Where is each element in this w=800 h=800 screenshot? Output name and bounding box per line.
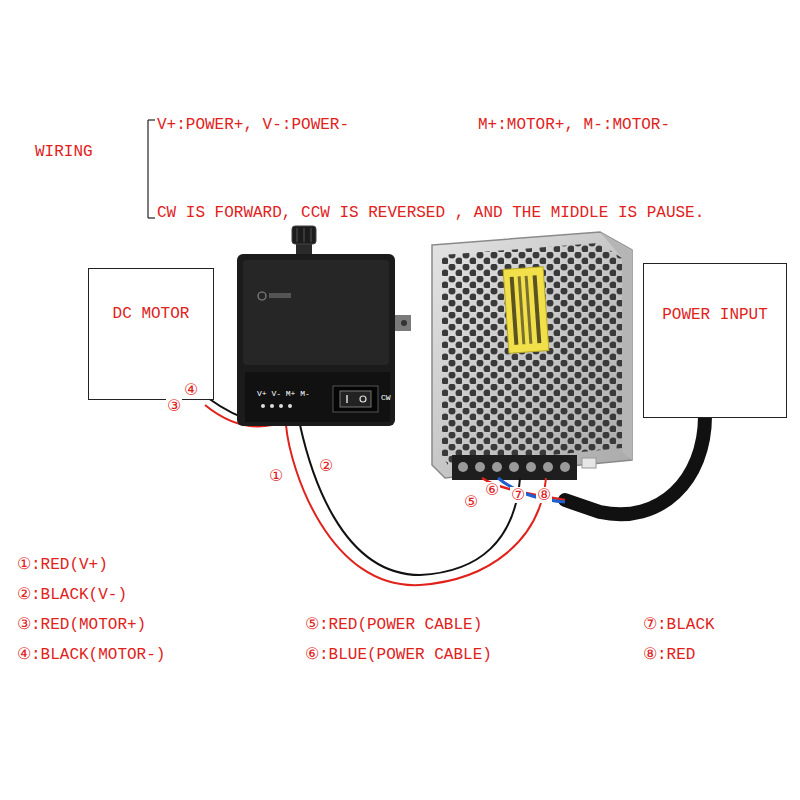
wire-key: ⑦:BLACK	[643, 616, 715, 634]
callout-number: ⑥	[484, 482, 500, 498]
power-supply-part	[492, 462, 502, 472]
wire-key: ②:BLACK(V-)	[17, 586, 127, 604]
wiring-bracket-part	[148, 217, 155, 218]
wiring-bracket	[148, 120, 155, 218]
power-supply-part-part	[503, 267, 549, 354]
power-supply-part-part	[510, 277, 519, 345]
power-supply-part	[432, 232, 632, 478]
power-supply-part	[509, 462, 519, 472]
supply-wires-part	[286, 425, 546, 585]
motor-controller-part	[288, 404, 292, 408]
motor-controller-part	[304, 228, 305, 242]
power-supply-part	[526, 462, 536, 472]
motor-controller-part	[270, 404, 274, 408]
callout-number: ②	[318, 458, 334, 474]
power-supply-part	[600, 232, 632, 460]
callout-number: ①	[268, 468, 284, 484]
motor-controller-part	[269, 293, 291, 298]
motor-controller	[237, 226, 411, 426]
wiring-bracket-part	[148, 119, 155, 120]
power-supply-part	[442, 243, 622, 465]
motor-controller-part	[292, 226, 316, 244]
motor-controller-part	[311, 228, 312, 242]
supply-wires-part	[300, 425, 520, 575]
motor-controller-part	[346, 395, 348, 403]
motor-controller-part	[333, 386, 378, 412]
callout-number: ⑦	[510, 487, 526, 503]
callout-number: ③	[166, 398, 182, 414]
mains-cable-part	[498, 478, 565, 502]
section-label: WIRING	[35, 143, 93, 161]
power-supply-part-part	[533, 275, 542, 343]
legend-note: M+:MOTOR+, M-:MOTOR-	[478, 116, 670, 134]
callout-number: ⑤	[463, 494, 479, 510]
power-supply-part-part	[525, 276, 533, 344]
power-supply-part	[475, 462, 485, 472]
motor-controller-part	[258, 292, 266, 300]
wire-key: ④:BLACK(MOTOR-)	[17, 646, 165, 664]
wire-key: ③:RED(MOTOR+)	[17, 616, 146, 634]
callout-number: ④	[183, 382, 199, 398]
power-supply-part	[503, 267, 549, 354]
motor-controller-part	[237, 254, 395, 426]
legend-note: CW IS FORWARD, CCW IS REVERSED , AND THE…	[157, 204, 704, 222]
motor-controller-part	[360, 396, 366, 402]
callout-number: ⑧	[536, 487, 552, 503]
motor-controller-part	[261, 404, 265, 408]
power-supply-part	[543, 462, 553, 472]
power-supply-part	[458, 462, 468, 472]
terminal-label: V+ V- M+ M-	[257, 390, 310, 398]
wire-key: ⑤:RED(POWER CABLE)	[305, 616, 482, 634]
power-supply-part	[560, 462, 570, 472]
device-box: POWER INPUT	[643, 263, 787, 418]
motor-controller-part	[243, 260, 389, 365]
wire-key: ⑥:BLUE(POWER CABLE)	[305, 646, 492, 664]
device-name: POWER INPUT	[644, 306, 786, 324]
motor-controller-part	[395, 315, 411, 331]
motor-controller-part	[297, 228, 298, 242]
mains-cable	[482, 416, 705, 514]
mains-cable-part	[565, 416, 705, 514]
wiring-bracket-part	[147, 120, 148, 218]
switch-label: CW	[381, 394, 391, 402]
wire-key: ⑧:RED	[643, 646, 695, 664]
device-box: DC MOTOR	[88, 268, 214, 400]
device-name: DC MOTOR	[89, 305, 213, 323]
motor-controller-part	[245, 372, 390, 422]
power-supply	[432, 232, 632, 480]
supply-wires	[286, 425, 546, 585]
motor-controller-part	[279, 404, 283, 408]
motor-controller-part	[340, 391, 371, 407]
wire-key: ①:RED(V+)	[17, 556, 108, 574]
legend-note: V+:POWER+, V-:POWER-	[157, 116, 349, 134]
power-supply-part	[452, 455, 577, 480]
power-supply-part	[582, 458, 596, 468]
power-supply-part-part	[518, 276, 526, 344]
motor-controller-part	[401, 320, 407, 326]
